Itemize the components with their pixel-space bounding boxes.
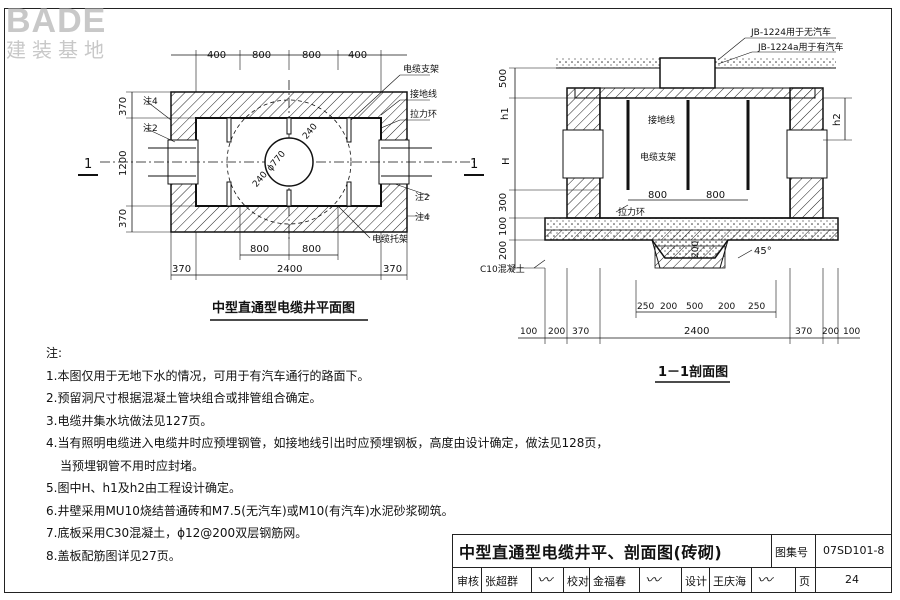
section-dim-left-6: 200 <box>498 241 509 260</box>
section-dim-small-4: 200 <box>718 302 735 312</box>
section-dim-small-5: 250 <box>748 302 765 312</box>
section-cover-label-1: JB-1224用于无汽车 <box>750 26 831 38</box>
title-block-row-2: 审核 张超群 〰 校对 金福春 〰 设计 王庆海 〰 页 24 <box>453 567 892 593</box>
plan-label-right-2: 接地线 <box>410 88 437 100</box>
section-dim-bl-2: 200 <box>548 327 565 337</box>
plan-section-mark-right: 1 <box>470 157 478 172</box>
plan-caption: 中型直通型电缆井平面图 <box>212 300 355 316</box>
logo-sub: 建装基地 <box>6 38 110 62</box>
notes-heading: 注: <box>46 346 63 360</box>
section-dim-right-1: h2 <box>832 113 843 126</box>
plan-dim-total-1: 370 <box>172 264 191 275</box>
plan-dim-top-4: 400 <box>348 50 367 61</box>
plan-label-right-6: 电缆托架 <box>372 233 408 245</box>
plan-label-right-1: 电缆支架 <box>403 63 439 75</box>
section-text: JB-1224用于无汽车 JB-1224a用于有汽车 500 h1 H 300 … <box>480 26 860 383</box>
section-label-inner-1: 接地线 <box>648 114 675 126</box>
review-signature: 〰 <box>537 571 553 589</box>
note-item: 8.盖板配筋图详见27页。 <box>46 548 181 563</box>
section-dim-left-2: h1 <box>500 107 511 120</box>
note-item: 3.电缆井集水坑做法见127页。 <box>46 413 213 428</box>
check-label: 校对 <box>567 575 589 588</box>
section-dim-small-3: 500 <box>686 302 703 312</box>
section-dim-bl-3: 370 <box>572 327 589 337</box>
note-item: 6.井壁采用MU10烧结普通砖和M7.5(无汽车)或M10(有汽车)水泥砂浆砌筑… <box>46 503 454 518</box>
drawing-frame <box>4 8 892 593</box>
section-label-inner-2: 电缆支架 <box>640 151 676 163</box>
plan-dim-left-2: 1200 <box>118 151 129 176</box>
notes-block: 注: 1.本图仅用于无地下水的情况，可用于有汽车通行的路面下。 2.预留洞尺寸根… <box>46 342 609 567</box>
plan-dim-top-2: 800 <box>252 50 271 61</box>
section-cover-label-2: JB-1224a用于有汽车 <box>757 41 844 53</box>
section-sump-dim: 200 <box>691 241 701 258</box>
section-dim-inner-1: 800 <box>648 190 667 201</box>
title-block: 中型直通型电缆井平、剖面图(砖砌) 图集号 07SD101-8 审核 张超群 〰… <box>452 534 892 593</box>
logo: BADE 建装基地 <box>6 4 136 62</box>
note-item: 当预埋钢管不用时应封堵。 <box>60 458 205 473</box>
section-dim-inner-2: 800 <box>706 190 725 201</box>
section-dim-small-1: 250 <box>637 302 654 312</box>
plan-dim-top-3: 800 <box>302 50 321 61</box>
plan-label-right-4: 注2 <box>415 191 430 203</box>
section-view <box>509 37 860 344</box>
design-name: 王庆海 <box>713 575 746 588</box>
page-label: 页 <box>799 575 810 588</box>
section-angle: 45° <box>754 246 772 257</box>
plan-manhole <box>264 137 314 187</box>
section-cover <box>659 57 716 89</box>
atlas-number: 07SD101-8 <box>823 544 885 557</box>
section-caption: 1－1剖面图 <box>658 364 728 380</box>
title-block-row-1: 中型直通型电缆井平、剖面图(砖砌) 图集号 07SD101-8 <box>453 535 892 568</box>
plan-label-right-3: 拉力环 <box>410 108 437 120</box>
plan-dim-total-3: 370 <box>383 264 402 275</box>
atlas-label: 图集号 <box>775 546 808 559</box>
note-item: 5.图中H、h1及h2由工程设计确定。 <box>46 481 241 495</box>
section-dim-bl-1: 100 <box>520 327 537 337</box>
section-dim-total: 2400 <box>684 326 709 337</box>
plan-dim-total-2: 2400 <box>277 264 302 275</box>
plan-view <box>78 50 484 280</box>
section-dim-left-5: 100 <box>498 217 509 236</box>
section-dim-br-1: 370 <box>795 327 812 337</box>
section-dim-br-2: 200 <box>822 327 839 337</box>
note-item: 1.本图仅用于无地下水的情况，可用于有汽车通行的路面下。 <box>46 368 370 383</box>
design-label: 设计 <box>685 575 707 588</box>
section-concrete-label: C10混凝土 <box>480 263 525 275</box>
review-name: 张超群 <box>485 575 518 588</box>
note-item: 4.当有照明电缆进入电缆井时应预埋钢管，如接地线引出时应预埋钢板，高度由设计确定… <box>46 436 609 450</box>
page-number: 24 <box>845 573 859 586</box>
section-label-inner-3: 拉力环 <box>618 206 645 218</box>
plan-text: 400 800 800 400 370 1200 370 800 800 370… <box>84 50 478 321</box>
check-name: 金福春 <box>593 575 626 588</box>
plan-label-left-2: 注2 <box>143 122 158 134</box>
review-label: 审核 <box>457 575 479 588</box>
section-dim-left-3: H <box>501 157 512 165</box>
plan-dim-bottom-2: 800 <box>302 244 321 255</box>
section-dim-left-1: 500 <box>498 69 509 88</box>
note-item: 7.底板采用C30混凝土，ϕ12@200双层钢筋网。 <box>46 526 308 540</box>
plan-dim-bottom-1: 800 <box>250 244 269 255</box>
design-signature: 〰 <box>757 571 773 589</box>
section-dim-small-2: 200 <box>660 302 677 312</box>
plan-dim-top-1: 400 <box>207 50 226 61</box>
section-dim-br-3: 100 <box>843 327 860 337</box>
plan-dim-left-3: 370 <box>118 209 129 228</box>
plan-label-right-5: 注4 <box>415 211 430 223</box>
plan-section-mark-left: 1 <box>84 157 92 172</box>
section-dim-left-4: 300 <box>498 193 509 212</box>
note-item: 2.预留洞尺寸根据混凝土管块组合或排管组合确定。 <box>46 391 322 405</box>
drawing-title: 中型直通型电缆井平、剖面图(砖砌) <box>459 543 723 562</box>
plan-dim-left-1: 370 <box>118 97 129 116</box>
check-signature: 〰 <box>645 571 661 589</box>
plan-label-left-1: 注4 <box>143 95 158 107</box>
logo-main: BADE <box>6 2 107 40</box>
plan-cover-dashed <box>226 99 352 225</box>
